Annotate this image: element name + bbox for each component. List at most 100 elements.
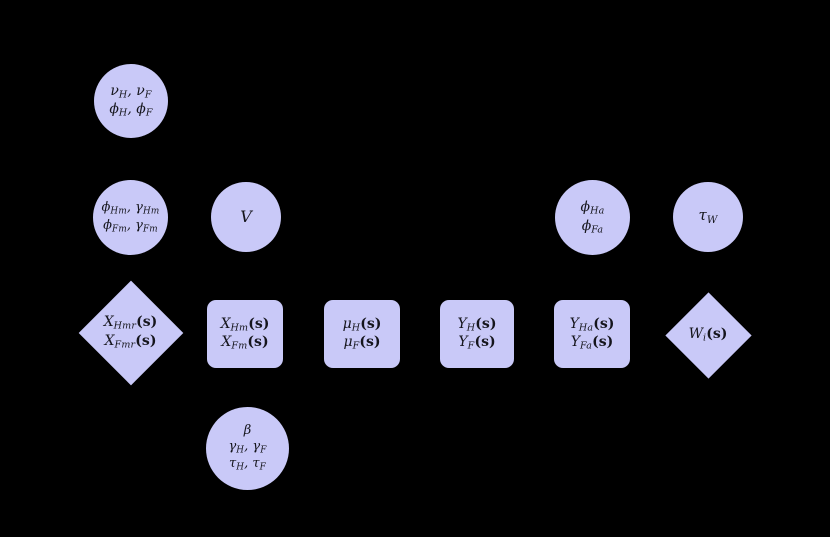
node-label: XHmr(s)XFmr(s) [104,314,158,351]
label-token: ) [606,334,614,350]
label-token: s [366,334,374,350]
node-label-line: YFa(s) [571,334,613,352]
label-token: ) [150,314,158,331]
label-token: ( [359,334,367,350]
label-subscript: F [259,462,266,473]
label-token: Y [457,315,467,332]
label-token: Y [458,334,468,350]
node-label-line: ϕHm, γHm [102,200,160,217]
node-label-line: ϕH, ϕF [109,101,152,119]
label-token: ( [360,315,367,332]
label-token: β [243,423,252,439]
label-token: ) [607,315,615,332]
label-token: γ [252,439,261,455]
label-token: μ [342,315,352,332]
label-token: ϕ [101,200,111,216]
label-token: ν [110,82,119,99]
node-label-line: YHa(s) [570,316,615,334]
node-label: YHa(s)YFa(s) [570,316,615,353]
node-label: Wi(s) [689,326,728,344]
x-monitor-node[interactable]: XHm(s)XFm(s) [207,300,283,368]
node-label-line: YF(s) [458,334,495,352]
label-token: V [240,207,252,227]
covariance-node-v[interactable]: V [211,182,281,252]
label-token: ( [135,332,142,349]
label-subscript: Hmr [113,320,137,332]
node-label-line: XFm(s) [221,334,268,352]
label-subscript: F [467,340,475,352]
node-label-line: μH(s) [343,316,382,334]
node-label: μH(s)μF(s) [343,316,382,353]
label-token: ϕ [581,217,592,234]
node-label-line: β [244,423,252,439]
label-token: X [221,334,232,350]
label-token: ( [474,334,482,350]
label-token: ) [374,315,382,332]
mu-mean-node[interactable]: μH(s)μF(s) [324,300,400,368]
label-token: W [688,325,703,342]
label-subscript: Fm [231,340,248,352]
y-outcome-node[interactable]: YH(s)YF(s) [440,300,514,368]
w-weight-node[interactable]: Wi(s) [664,291,752,379]
label-token: , [244,456,253,472]
label-subscript: Fmr [114,339,136,351]
label-token: X [103,314,114,331]
label-subscript: H [236,445,245,456]
label-subscript: H [351,322,361,334]
label-token: s [141,332,150,349]
label-token: s [142,314,151,331]
label-token: ϕ [103,217,112,233]
node-label-line: τH, τF [229,456,266,473]
label-token: ( [706,325,713,342]
node-label-line: YH(s) [458,316,497,334]
label-token: , [126,217,136,233]
label-token: ) [262,315,270,332]
node-label-line: γH, γF [228,439,266,456]
label-token: ) [261,334,269,350]
label-token: s [598,334,607,350]
label-subscript: H [118,89,128,101]
label-token: ( [593,315,600,332]
label-token: s [254,315,263,332]
label-subscript: Fm [142,223,158,234]
tau-w-node[interactable]: τW [673,182,743,252]
label-subscript: i [703,332,707,344]
label-subscript: Hm [230,322,249,334]
label-subscript: Fm [112,223,127,234]
label-token: Y [570,334,581,350]
node-label: V [240,207,252,227]
label-token: , [127,82,137,99]
label-subscript: F [352,340,360,352]
label-token: ϕ [136,101,146,117]
label-subscript: Ha [590,205,605,217]
node-label-line: ϕFm, γFm [103,218,158,235]
label-token: s [712,325,721,342]
label-token: τ [252,456,260,472]
label-token: ν [136,82,145,99]
label-token: ) [720,325,728,342]
label-token: τ [698,206,707,225]
label-token: ϕ [109,101,119,117]
node-label-line: μF(s) [343,334,380,352]
x-monitor-raw-node[interactable]: XHmr(s)XFmr(s) [78,280,183,385]
y-aggregate-node[interactable]: YHa(s)YFa(s) [554,300,630,368]
label-subscript: Hm [142,206,160,217]
label-token: ( [248,315,255,332]
label-token: μ [343,334,353,350]
node-label-line: XHmr(s) [104,314,158,332]
label-token: γ [228,439,237,455]
label-subscript: Ha [578,322,594,334]
label-token: ( [136,314,143,331]
label-token: ( [247,334,255,350]
label-token: ϕ [580,199,591,216]
node-label-line: V [240,207,252,227]
label-token: , [127,101,137,117]
label-token: s [599,315,608,332]
label-subscript: W [706,215,718,227]
